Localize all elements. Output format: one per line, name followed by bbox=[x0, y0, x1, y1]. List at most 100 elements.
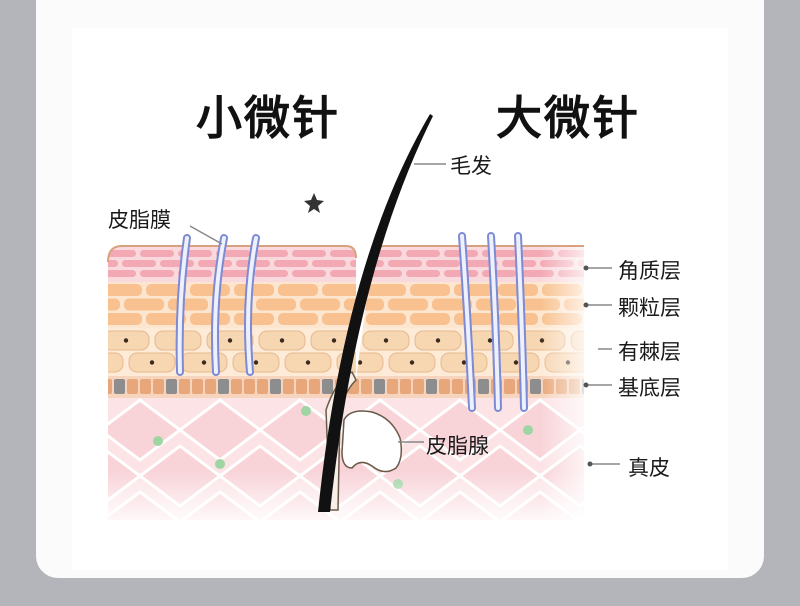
granulosum-cell bbox=[190, 313, 230, 325]
basale-cell bbox=[413, 379, 424, 394]
label-sebum-film: 皮脂膜 bbox=[108, 208, 171, 232]
basale-cell bbox=[218, 379, 229, 394]
large-microneedles bbox=[458, 232, 528, 412]
basale-cell bbox=[387, 379, 398, 394]
basale-cell bbox=[153, 379, 164, 394]
granulosum-cell bbox=[388, 298, 428, 311]
granulosum-cell bbox=[278, 284, 318, 296]
small-microneedles bbox=[175, 234, 260, 376]
granulosum-cell bbox=[168, 298, 208, 311]
basale-cell bbox=[205, 379, 216, 394]
cell-nucleus bbox=[461, 360, 467, 365]
cell-nucleus bbox=[149, 360, 155, 365]
granulosum-cell bbox=[410, 313, 450, 325]
cell-nucleus bbox=[227, 338, 233, 343]
basale-cell bbox=[179, 379, 190, 394]
cell-nucleus bbox=[513, 360, 519, 365]
granulosum-cell bbox=[366, 313, 406, 325]
basale-cell bbox=[108, 379, 112, 394]
cell-nucleus bbox=[98, 360, 102, 364]
hair-shaft bbox=[318, 114, 433, 512]
basale-cell bbox=[426, 379, 437, 394]
cell-nucleus bbox=[279, 338, 285, 343]
skin-surface-left bbox=[107, 245, 357, 263]
basale-cell bbox=[322, 379, 333, 394]
cell-nucleus bbox=[383, 338, 389, 343]
dermis-dot bbox=[153, 436, 163, 446]
cell-nucleus bbox=[201, 360, 207, 365]
granulosum-cell bbox=[146, 284, 186, 296]
basale-cell bbox=[439, 379, 450, 394]
basale-cell bbox=[452, 379, 463, 394]
label-stratum-basale: 基底层 bbox=[618, 376, 681, 400]
cell-nucleus bbox=[331, 338, 337, 343]
corneum-cell bbox=[292, 250, 326, 257]
corneum-cell bbox=[482, 250, 516, 257]
sebaceous-gland-shape bbox=[341, 410, 403, 473]
label-stratum-granulosum: 颗粒层 bbox=[618, 296, 681, 320]
cell-nucleus bbox=[123, 338, 129, 343]
basale-cell bbox=[166, 379, 177, 394]
corneum-cell bbox=[292, 270, 326, 277]
granulosum-cell bbox=[108, 313, 142, 325]
basale-cell bbox=[231, 379, 242, 394]
corneum-cell bbox=[482, 270, 516, 277]
cell-nucleus bbox=[305, 360, 311, 365]
corneum-cell bbox=[108, 250, 136, 257]
basale-cell bbox=[192, 379, 203, 394]
corneum-cell bbox=[406, 270, 440, 277]
basale-cell bbox=[127, 379, 138, 394]
granulosum-cell bbox=[366, 284, 406, 296]
basale-cell bbox=[283, 379, 294, 394]
corneum-cell bbox=[122, 260, 156, 267]
basale-cell bbox=[140, 379, 151, 394]
dermis-dot bbox=[215, 459, 225, 469]
granulosum-cell bbox=[432, 298, 472, 311]
spinosum-cell bbox=[108, 352, 124, 373]
title-small-microneedle: 小微针 bbox=[196, 91, 340, 145]
label-stratum-spinosum: 有棘层 bbox=[618, 340, 681, 364]
corneum-cell bbox=[388, 260, 422, 267]
granulosum-cell bbox=[212, 298, 252, 311]
leader-dots bbox=[583, 265, 593, 467]
corneum-cell bbox=[108, 270, 136, 277]
particle-icon bbox=[304, 193, 324, 213]
corneum-cell bbox=[198, 260, 232, 267]
corneum-cell bbox=[330, 250, 364, 257]
corneum-cell bbox=[406, 250, 440, 257]
basale-cell bbox=[374, 379, 385, 394]
basale-cell bbox=[270, 379, 281, 394]
basale-cell bbox=[478, 379, 489, 394]
cell-nucleus bbox=[253, 360, 259, 365]
corneum-cell bbox=[254, 250, 288, 257]
granulosum-cell bbox=[454, 313, 494, 325]
corneum-cell bbox=[254, 270, 288, 277]
granulosum-cell bbox=[190, 284, 230, 296]
corneum-cell bbox=[274, 260, 308, 267]
granulosum-cell bbox=[410, 284, 450, 296]
corneum-cell bbox=[140, 270, 174, 277]
label-dermis: 真皮 bbox=[628, 456, 670, 480]
cell-nucleus bbox=[487, 338, 493, 343]
corneum-cell bbox=[140, 250, 174, 257]
granulosum-cell bbox=[300, 298, 340, 311]
basale-cell bbox=[400, 379, 411, 394]
granulosum-cell bbox=[454, 284, 494, 296]
cell-nucleus bbox=[357, 360, 363, 365]
label-stratum-corneum: 角质层 bbox=[618, 259, 681, 283]
basale-cell bbox=[361, 379, 372, 394]
granulosum-cell bbox=[108, 298, 120, 311]
granulosum-cell bbox=[234, 284, 274, 296]
granulosum-cell bbox=[256, 298, 296, 311]
corneum-cell bbox=[312, 260, 346, 267]
basale-cell bbox=[309, 379, 320, 394]
corneum-cell bbox=[216, 270, 250, 277]
corneum-cell bbox=[160, 260, 194, 267]
label-hair: 毛发 bbox=[450, 154, 492, 178]
basale-cell bbox=[296, 379, 307, 394]
corneum-cell bbox=[330, 270, 364, 277]
basale-cell bbox=[114, 379, 125, 394]
corneum-cell bbox=[426, 260, 460, 267]
granulosum-cell bbox=[278, 313, 318, 325]
leader-lines bbox=[189, 163, 620, 465]
